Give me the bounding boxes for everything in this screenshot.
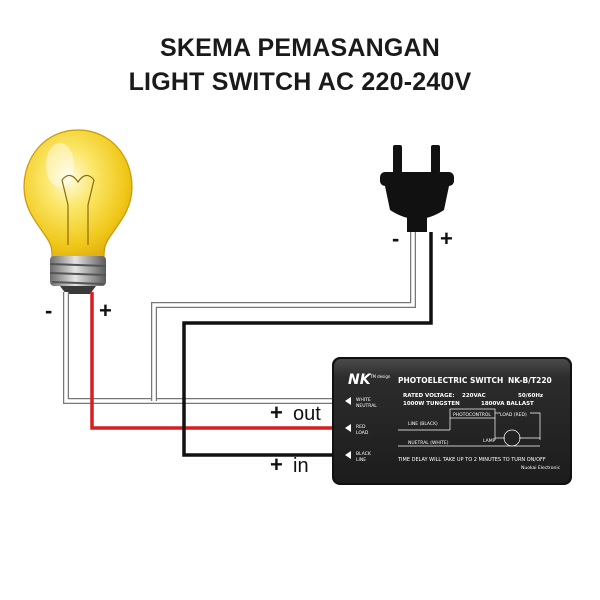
brand-logo-subtitle: TM design: [369, 374, 391, 379]
schematic-line-black: LINE (BLACK): [408, 421, 438, 427]
plug-minus-label: -: [392, 226, 399, 251]
terminal-black-line1: BLACK: [356, 451, 372, 457]
wires: [63, 232, 433, 457]
plug-plus-label: +: [440, 226, 453, 251]
diagram-title-line-1: SKEMA PEMASANGAN: [159, 34, 441, 62]
diagram-title-line-2: LIGHT SWITCH AC 220-240V: [128, 68, 472, 96]
rated-voltage-label: RATED VOLTAGE:: [403, 393, 455, 399]
photoelectric-switch: NK TM design PHOTOELECTRIC SWITCH NK-B/T…: [332, 357, 572, 485]
schematic-photocontrol: PHOTOCONTROL: [453, 412, 491, 418]
tungsten-rating: 1000W TUNGSTEN: [403, 401, 460, 407]
light-bulb-icon: [23, 129, 133, 294]
brand-logo: NK: [348, 372, 372, 388]
manufacturer-name: Nuokai Electronic: [521, 465, 561, 471]
terminal-white-line1: WHITE: [356, 397, 371, 403]
power-plug-icon: [380, 145, 454, 232]
lamp-minus-label: -: [45, 298, 52, 323]
in-label: in: [293, 455, 309, 477]
terminal-red-line1: RED: [356, 424, 366, 430]
out-plus-label: +: [270, 400, 283, 425]
out-label: out: [293, 403, 321, 425]
schematic-lamp: LAMP: [483, 438, 496, 444]
rated-voltage-value: 220VAC: [462, 393, 486, 399]
lamp-plus-label: +: [99, 298, 112, 323]
terminal-red-line2: LOAD: [356, 430, 369, 436]
terminal-white-line2: NEUTRAL: [356, 403, 377, 409]
schematic-neutral-white: NUETRAL (WHITE): [408, 440, 449, 446]
ballast-rating: 1800VA BALLAST: [481, 401, 534, 407]
device-name: PHOTOELECTRIC SWITCH: [398, 376, 503, 385]
in-plus-label: +: [270, 452, 283, 477]
device-model: NK-B/T220: [508, 376, 552, 385]
terminal-black-line2: LINE: [356, 457, 366, 463]
time-delay-note: TIME DELAY WILL TAKE UP TO 2 MINUTES TO …: [397, 457, 546, 463]
frequency: 50/60Hz: [518, 393, 543, 399]
schematic-load-red: LOAD (RED): [500, 412, 527, 418]
